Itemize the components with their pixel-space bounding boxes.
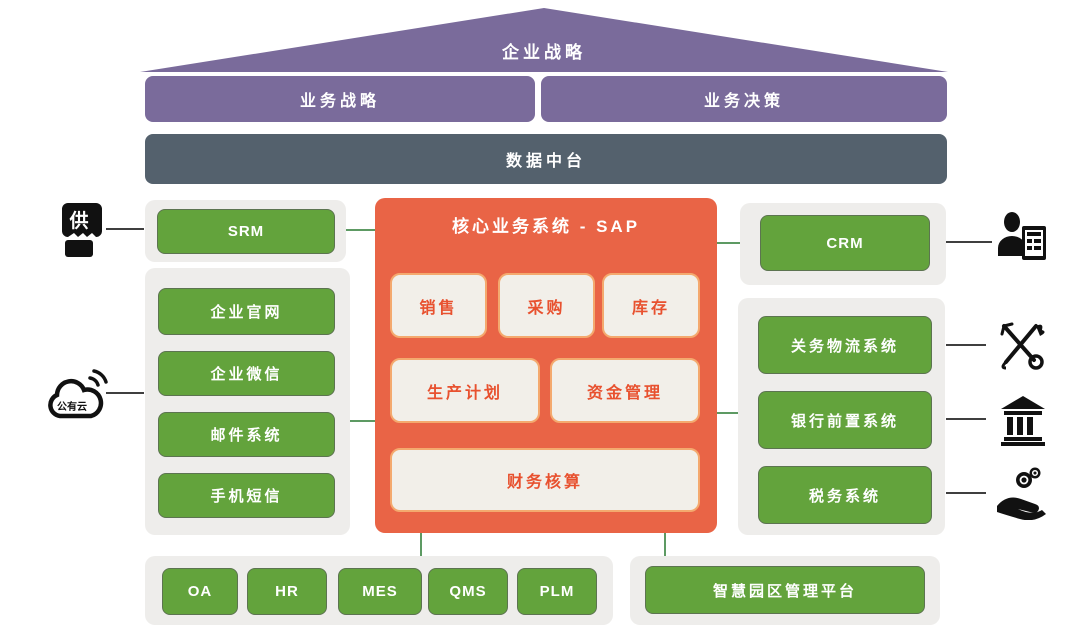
external-label-tax: 税务系统 [808, 487, 881, 505]
roof-label: 企业战略 [502, 43, 586, 62]
external-label-bank: 银行前置系统 [790, 412, 899, 430]
channel-label-email: 邮件系统 [210, 427, 283, 444]
bank-icon [998, 394, 1048, 446]
channel-box-sms: 手机短信 [158, 473, 335, 518]
connector-channels-core [350, 420, 375, 422]
business-decision-box: 业务决策 [541, 76, 947, 122]
business-decision-label: 业务决策 [703, 93, 784, 110]
app-label-mes: MES [362, 583, 398, 600]
connector-srm-core [346, 229, 375, 231]
module-financial-accounting: 财务核算 [390, 448, 700, 512]
business-strategy-label: 业务战略 [299, 93, 380, 110]
srm-box: SRM [157, 209, 335, 254]
svg-text:公有云: 公有云 [57, 400, 87, 413]
crm-label: CRM [826, 234, 864, 252]
app-label-hr: HR [275, 583, 299, 600]
module-production-planning-label: 生产计划 [426, 384, 503, 402]
srm-label: SRM [227, 223, 265, 240]
channel-box-wechat: 企业微信 [158, 351, 335, 396]
module-sales-label: 销售 [419, 299, 458, 317]
module-production-planning: 生产计划 [390, 358, 540, 423]
connector-supplier-srm [106, 228, 144, 230]
park-platform-label: 智慧园区管理平台 [712, 582, 857, 600]
channel-label-sms: 手机短信 [210, 488, 283, 505]
tax-icon [994, 466, 1048, 520]
supplier-icon: 供 [50, 200, 108, 260]
roof-enterprise-strategy: 企业战略 [140, 8, 948, 72]
app-box-hr: HR [247, 568, 327, 615]
connector-core-external [717, 412, 738, 414]
module-procurement-label: 采购 [527, 299, 566, 317]
connector-tax-icon [946, 492, 986, 494]
module-treasury-label: 资金管理 [586, 384, 663, 402]
module-inventory-label: 库存 [631, 299, 670, 317]
park-platform-box: 智慧园区管理平台 [645, 566, 925, 614]
public-cloud-icon: 公有云 [46, 364, 112, 424]
module-financial-accounting-label: 财务核算 [506, 474, 583, 491]
app-box-oa: OA [162, 568, 238, 615]
channel-box-website: 企业官网 [158, 288, 335, 335]
business-strategy-box: 业务战略 [145, 76, 535, 122]
app-label-oa: OA [187, 583, 213, 600]
channel-box-email: 邮件系统 [158, 412, 335, 457]
app-label-qms: QMS [449, 583, 487, 600]
connector-core-park [664, 533, 666, 556]
channel-label-website: 企业官网 [210, 304, 283, 321]
core-sap-box: 核心业务系统 - SAP 销售 采购 库存 生产计划 资金管理 财务核算 [375, 198, 717, 533]
external-box-bank: 银行前置系统 [758, 391, 932, 449]
crm-box: CRM [760, 215, 930, 271]
app-box-plm: PLM [517, 568, 597, 615]
core-sap-title: 核心业务系统 - SAP [451, 217, 641, 236]
module-sales: 销售 [390, 273, 487, 338]
app-label-plm: PLM [539, 583, 575, 600]
customer-icon [996, 210, 1050, 270]
connector-bank-icon [946, 418, 986, 420]
connector-customs-icon [946, 344, 986, 346]
module-inventory: 库存 [602, 273, 700, 338]
connector-core-apps [420, 533, 422, 556]
connector-core-crm [717, 242, 740, 244]
module-procurement: 采购 [498, 273, 595, 338]
connector-crm-customer [946, 241, 992, 243]
app-box-qms: QMS [428, 568, 508, 615]
module-treasury: 资金管理 [550, 358, 700, 423]
external-label-customs: 关务物流系统 [790, 337, 899, 355]
data-platform-label: 数据中台 [505, 153, 586, 170]
svg-text:供: 供 [68, 209, 88, 232]
external-box-customs: 关务物流系统 [758, 316, 932, 374]
app-box-mes: MES [338, 568, 422, 615]
channel-label-wechat: 企业微信 [210, 366, 283, 383]
customs-icon [994, 318, 1048, 374]
external-box-tax: 税务系统 [758, 466, 932, 524]
connector-cloud-channels [106, 392, 144, 394]
data-platform-bar: 数据中台 [145, 134, 947, 184]
